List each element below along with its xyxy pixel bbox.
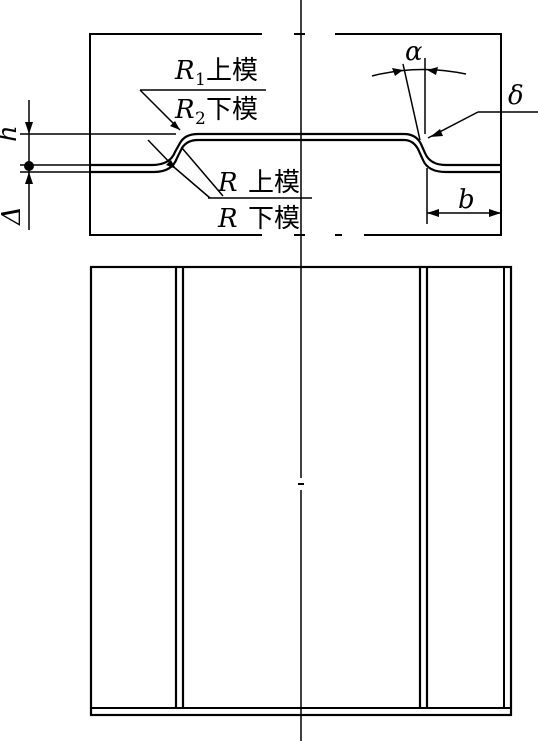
- svg-text:R: R: [174, 56, 195, 86]
- svg-text:上模: 上模: [248, 168, 300, 198]
- gap-label: Δ: [0, 206, 27, 226]
- svg-text:上模: 上模: [206, 56, 258, 86]
- r1-upper-die-label: R 1 上模: [174, 56, 258, 90]
- reference-dot: [24, 161, 34, 171]
- svg-text:1: 1: [195, 70, 206, 90]
- delta-label: δ: [508, 81, 524, 111]
- alpha-label: α: [405, 37, 423, 67]
- r-upper-die-label: R 上模: [217, 168, 300, 198]
- r-leader-to-label: [174, 167, 211, 199]
- plan-view-frame: [89, 265, 513, 717]
- h-label: h: [0, 125, 23, 142]
- alpha-wall-ext: [402, 63, 421, 141]
- svg-text:R: R: [217, 204, 238, 234]
- alpha-arc: [371, 68, 467, 77]
- r-leader-upper: [181, 147, 224, 197]
- svg-text:R: R: [174, 95, 195, 125]
- svg-text:下模: 下模: [248, 204, 300, 234]
- sheet-profile-upper: [90, 132, 501, 167]
- r-lower-die-label: R 下模: [217, 204, 300, 234]
- svg-text:R: R: [217, 168, 238, 198]
- r2-lower-die-label: R 2 下模: [174, 95, 258, 129]
- svg-text:下模: 下模: [206, 95, 258, 125]
- b-label: b: [458, 185, 475, 215]
- svg-text:2: 2: [195, 109, 206, 129]
